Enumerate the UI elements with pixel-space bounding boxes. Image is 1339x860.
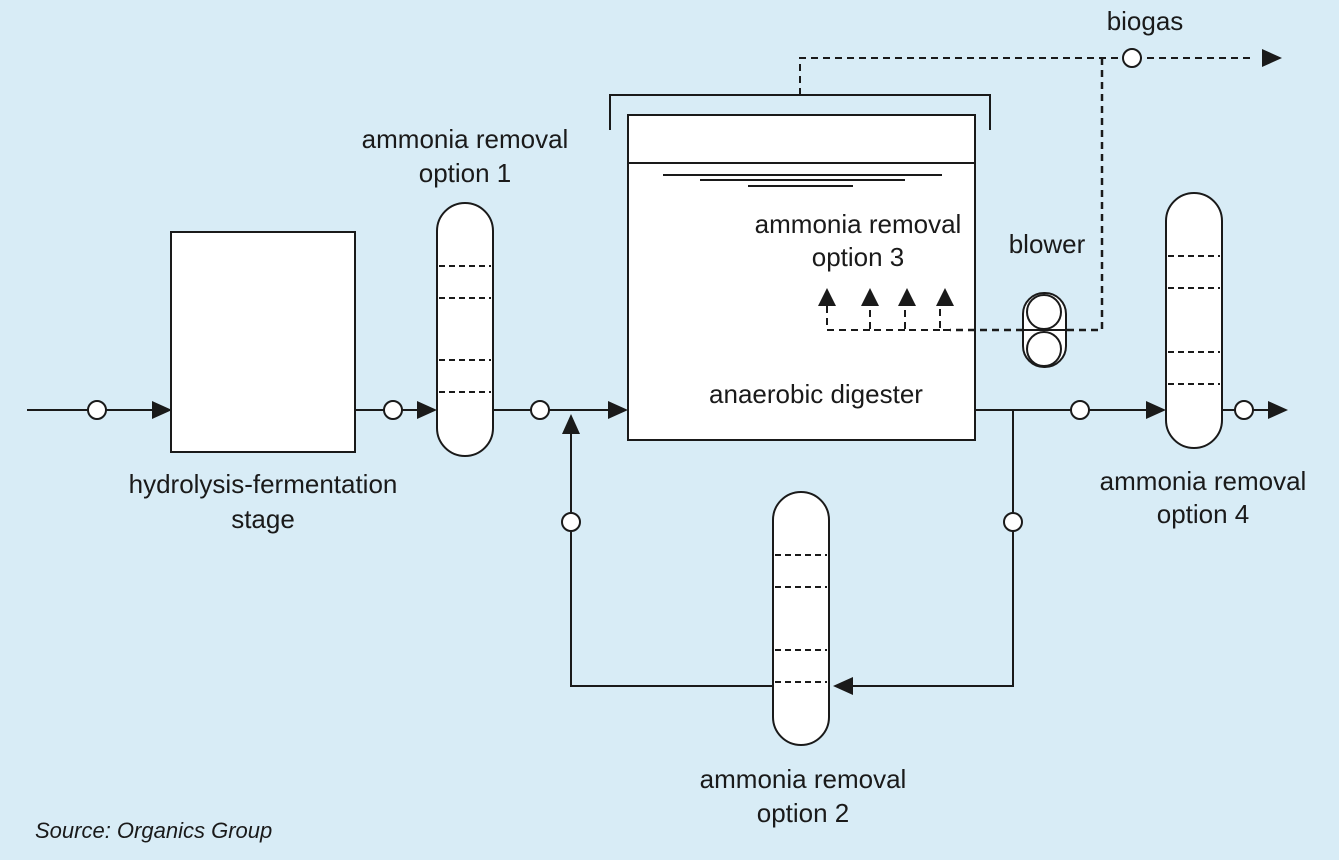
option2-label-number: option 2 bbox=[757, 798, 850, 828]
blower-icon bbox=[1022, 292, 1067, 368]
feed-line bbox=[27, 400, 172, 420]
digester-label: anaerobic digester bbox=[709, 379, 923, 409]
anaerobic-digester bbox=[627, 114, 976, 441]
valve-before-option1 bbox=[383, 400, 403, 420]
gas-diffuser-arrows bbox=[818, 288, 954, 331]
blower-label: blower bbox=[1009, 229, 1086, 259]
biogas-line bbox=[799, 48, 1282, 95]
option4-label-number: option 4 bbox=[1157, 499, 1250, 529]
source-caption: Source: Organics Group bbox=[35, 818, 272, 843]
biogas-valve bbox=[1122, 48, 1142, 68]
line-option1-to-digester bbox=[493, 400, 628, 420]
option4-label: ammonia removal bbox=[1100, 466, 1307, 496]
biogas-label: biogas bbox=[1107, 6, 1184, 36]
hydrolysis-label-stage: stage bbox=[231, 504, 295, 534]
blower-recycle-line bbox=[950, 58, 1104, 332]
ammonia-removal-column-option1 bbox=[436, 202, 494, 457]
hydrolysis-fermentation-tank bbox=[170, 231, 356, 453]
feed-valve bbox=[87, 400, 107, 420]
line-hydrolysis-to-option1 bbox=[355, 400, 437, 420]
line-digester-to-option4 bbox=[975, 400, 1166, 420]
option1-label: ammonia removal bbox=[362, 124, 569, 154]
valve-after-option1 bbox=[530, 400, 550, 420]
valve-before-option4 bbox=[1070, 400, 1090, 420]
loop-valve-right bbox=[1003, 512, 1023, 532]
option2-label: ammonia removal bbox=[700, 764, 907, 794]
option1-label-number: option 1 bbox=[419, 158, 512, 188]
loop-valve-left bbox=[561, 512, 581, 532]
outlet-line bbox=[1222, 400, 1288, 420]
recirculation-loop bbox=[561, 410, 1023, 695]
option3-label-number: option 3 bbox=[812, 242, 905, 272]
outlet-valve bbox=[1234, 400, 1254, 420]
ammonia-removal-column-option4 bbox=[1165, 192, 1223, 449]
ammonia-removal-column-option2 bbox=[772, 491, 830, 746]
hydrolysis-label: hydrolysis-fermentation bbox=[129, 469, 398, 499]
option3-label: ammonia removal bbox=[755, 209, 962, 239]
